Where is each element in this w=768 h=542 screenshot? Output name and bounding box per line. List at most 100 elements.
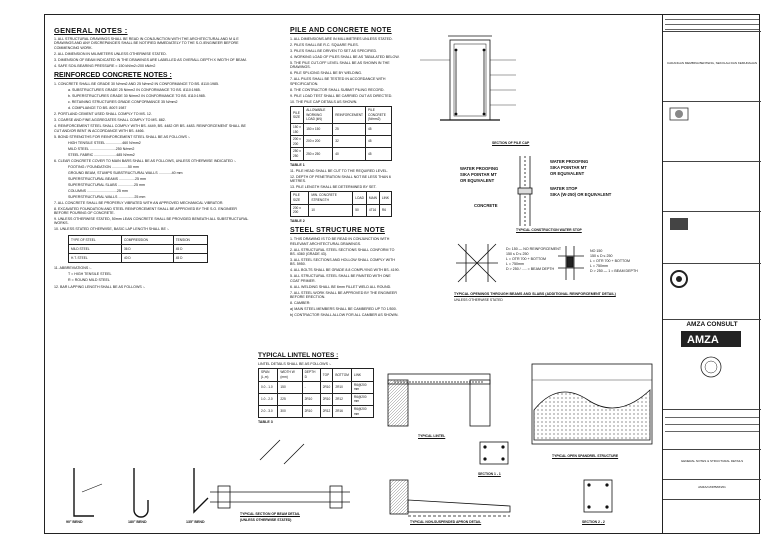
engineer-logo-icon (670, 218, 688, 230)
water-stop-caption: TYPICAL CONSTRUCTION WATER STOP (516, 228, 582, 232)
table-cell: 200 x 200 (289, 203, 310, 217)
note-item: 10. THE PILE CAP DETAILS AS SHOWN. (290, 99, 358, 104)
title-block-project: CADANGAN MEMBINA BENTENG, SEKOLAH DAN KE… (663, 32, 761, 102)
table-header: ALLOWABLE WORKING LOAD (kN) (303, 106, 334, 124)
note-item: MILD STEEL ..........................250… (68, 146, 135, 151)
note-item: d. COMPLIANCE TO BS. 8007:1987 (68, 106, 127, 111)
bar-bend-sketches (73, 468, 209, 518)
general-notes-list: 1. ALL STRUCTURAL DRAWINGS SHALL BE READ… (54, 37, 250, 68)
water-stop-drawing (517, 156, 533, 226)
note-item: 3. DIMENSION OF BEAM INDICATED IN THE DR… (54, 57, 247, 62)
typical-lintel-caption: TYPICAL LINTEL (418, 434, 446, 438)
notes-column-middle: PILE AND CONCRETE NOTE 1. ALL DIMENSIONS… (289, 26, 400, 319)
table-cell: 2R10 (319, 380, 334, 394)
note-item: 1. THIS DRAWING IS TO BE READ IN CONJUNC… (290, 237, 390, 246)
table-cell: 2R12 (319, 404, 334, 419)
table-cell: 2R10 (301, 392, 321, 406)
section-1-caption: SECTION 1 - 1 (478, 472, 501, 476)
bend-label: 90° BEND (66, 520, 83, 524)
table-header: TENSION (172, 234, 209, 245)
water-proofing-right: WATER PROOFING (550, 159, 589, 164)
table-header: TYPE OF STEEL (68, 234, 122, 245)
title-block-drawing-number: AMZA/C/DPB/RN/01 (663, 480, 761, 500)
table-cell: 50 (352, 203, 367, 217)
steel-notes-list: 1. THIS DRAWING IS TO BE READ IN CONJUNC… (290, 237, 400, 317)
consultant-logo-icon: AMZA (681, 331, 741, 347)
table-cell: R6@200 mm (350, 404, 375, 419)
table-cell: R6@200 mm (350, 392, 375, 406)
table-cell: 2R10 (332, 380, 352, 394)
svg-text:L = 750mm: L = 750mm (506, 262, 524, 266)
table-cell: 200 x 200 (303, 135, 334, 149)
note-item: 7. ALL STEEL WORK SHALL BE APPROVED BY T… (290, 290, 397, 300)
notes-column-left: GENERAL NOTES : 1. ALL STRUCTURAL DRAWIN… (54, 26, 250, 291)
pile-notes-list-2: 11. PILE HEAD SHALL BE CUT TO THE REQUIR… (290, 169, 400, 190)
concrete-label: CONCRETE (474, 203, 498, 208)
lintel-notes-sub: LINTEL DETAILS SHALL BE AS FOLLOWS :- (258, 362, 332, 366)
note-item: 1. CONCRETE SHALL BE GRADE 30 N/mm2 AND … (54, 82, 220, 87)
table-row: H.T. STEEL 40 D 45 D (68, 252, 209, 263)
bend-135-shape (193, 468, 209, 514)
table-cell: 225 (277, 392, 303, 406)
table-cell: 1.0 - 2.0 (257, 392, 279, 406)
table-cell: H.T. STEEL (68, 252, 122, 263)
note-item: FOOTING / FOUNDATION ................50 … (68, 164, 139, 169)
table-cell: 2R12 (332, 392, 352, 406)
table-cell: 45 (365, 135, 392, 149)
table-cell: - (301, 380, 321, 394)
section-1-drawing (479, 441, 509, 465)
abbreviation-item: T = HIGH TENSILE STEEL (68, 271, 112, 276)
stamp-icon (700, 356, 722, 378)
table-header: COMPRESSION (120, 234, 174, 245)
table-cell: 36 D (120, 243, 174, 254)
svg-text:D= 150 — NO REINFORCEMENT: D= 150 — NO REINFORCEMENT (506, 247, 562, 251)
note-item: 12. DEPTH OF PENETRATION SHALL NOT BE LE… (290, 174, 391, 183)
note-item: 13. PILE LENGTH SHALL BE DETERMINED BY S… (290, 184, 377, 189)
note-item: 2. ALL DIMENSION IN MILIMETERS UNLESS OT… (54, 51, 167, 56)
apron-caption: TYPICAL NON-SUSPENDED APRON DETAIL (410, 520, 482, 524)
note-item: 8. EXCAVATED FOUNDATION AND STEEL REINFO… (54, 206, 237, 216)
table-header: TOP (319, 368, 334, 382)
note-item: 4. REINFORCEMENT STEEL SHALL COMPLY WITH… (54, 124, 246, 133)
note-item: 3. PILES SHALL BE DRIVEN TO SET AS SPECI… (290, 49, 378, 53)
water-proofing-left-3: OR EQUIVALENT (460, 178, 495, 183)
note-item: a. SUBSTRUCTURES GRADE 25 N/mm2 IN CONFO… (68, 88, 201, 93)
lap-length-table: TYPE OF STEEL COMPRESSION TENSION MILD S… (68, 234, 209, 263)
table-header: WIDTH W (mm) (277, 368, 303, 382)
consultant-name: AMZA CONSULT (686, 321, 738, 328)
beam-detail-drawing (210, 439, 350, 509)
note-item: 2. PORTLAND CEMENT USED SHALL COMPLY TO … (54, 112, 152, 117)
table-cell: 45 (365, 122, 392, 137)
note-item: SUPERSTRUCTURAL SLABS ................25… (68, 182, 145, 187)
lintel-notes: TYPICAL LINTEL NOTES : LINTEL DETAILS SH… (257, 348, 378, 426)
table-header: REINFORCEMENT (332, 106, 367, 124)
typical-lintel-drawing (387, 373, 491, 427)
table-cell: 0.0 - 1.0 (257, 380, 279, 394)
table-cell: 40 (332, 147, 367, 161)
svg-text:D > 250 — 1 = BEAM DEPTH: D > 250 — 1 = BEAM DEPTH (590, 269, 638, 273)
note-item: 7. ALL PILES SHALL BE TESTED IN ACCORDAN… (290, 77, 386, 86)
table-cell: 25 (332, 122, 367, 137)
svg-text:150 ≤ D ≤ 250: 150 ≤ D ≤ 250 (590, 254, 613, 258)
table-header: LINK (378, 191, 393, 205)
table-header: PILE CONCRETE (N/mm2) (365, 106, 392, 124)
note-item: 6. CLEAR CONCRETE COVER TO MAIN BARS SHA… (54, 158, 237, 163)
openings-caption-2: UNLESS OTHERWISE STATED (454, 298, 503, 302)
table-cell: R6@200 mm (350, 380, 375, 394)
note-item: b) CONTRACTOR SHALL ALLOW FOR ALL CAMBER… (290, 313, 399, 318)
note-item: HIGH TENSILE STEEL ................460 N… (68, 140, 141, 145)
beam-detail-caption-2: (UNLESS OTHERWISE STATED) (240, 518, 292, 522)
note-item: 4. ALL BOLTS SHALL BE GRADE 8.8 COMPLYIN… (290, 268, 400, 273)
note-item: 9. PILE LOAD TEST SHALL BE CARRIED OUT A… (290, 93, 393, 98)
abbreviation-item: R = ROUND MILD STEEL (68, 277, 110, 282)
note-item: 8. THE CONTRACTOR SHALL SUBMIT PILING RE… (290, 87, 385, 92)
table-header: MIN. CONCRETE STRENGTH (308, 191, 354, 205)
openings-drawing: D= 150 — NO REINFORCEMENT 150 ≤ D ≤ 250 … (456, 243, 638, 283)
water-proofing-right-3: OR EQUIVALENT (550, 171, 585, 176)
title-block-consultant: AMZA CONSULT AMZA (663, 320, 761, 410)
note-item: 6. ALL WELDING SHALL BE 6mm FILLET WELD … (290, 284, 392, 289)
